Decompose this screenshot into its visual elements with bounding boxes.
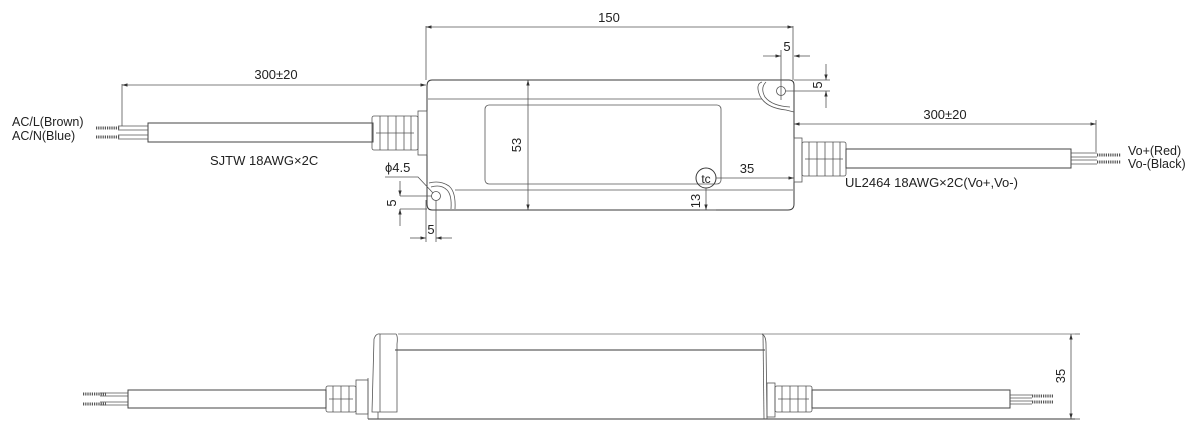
- hole-top-right-x-label: 5: [783, 39, 790, 54]
- dimension-hole-top-right: 5 5: [763, 39, 830, 108]
- housing-top: [426, 79, 795, 211]
- dimension-hole-bottom-left: ϕ4.5 5 5: [384, 160, 452, 242]
- vo-positive-wire-label: Vo+(Red): [1128, 144, 1181, 158]
- strain-relief-output: [793, 137, 847, 183]
- ac-neutral-wire-label: AC/N(Blue): [12, 129, 75, 143]
- body-width-label: 53: [509, 138, 524, 152]
- tc-measure-point: tc 35 13: [688, 161, 794, 211]
- housing-side: [367, 333, 1075, 420]
- tc-y-offset-label: 13: [688, 194, 703, 208]
- side-input-cable: [83, 379, 369, 415]
- output-cable-length-label: 300±20: [923, 107, 966, 122]
- input-cable: 300±20 AC/L(Brown) AC/N(Blue) SJTW 18AWG…: [12, 67, 428, 168]
- side-output-cable: [766, 382, 1054, 418]
- input-cable-length-label: 300±20: [254, 67, 297, 82]
- dimension-body-length: 150: [425, 10, 794, 80]
- body-height-label: 35: [1053, 369, 1068, 383]
- hole-bottom-left-y-label: 5: [384, 199, 399, 206]
- hole-bottom-left-x-label: 5: [427, 222, 434, 237]
- tc-symbol: tc: [701, 172, 710, 186]
- mount-hole-diameter-label: ϕ4.5: [385, 160, 410, 175]
- body-length-label: 150: [598, 10, 620, 25]
- output-cable: 300±20 Vo+(Red) Vo-(Black) UL2464 18AWG×…: [793, 107, 1186, 190]
- side-view: 35: [83, 333, 1080, 420]
- strain-relief-input: [371, 110, 428, 156]
- top-view: 150 53 5: [12, 10, 1186, 242]
- tc-x-offset-label: 35: [740, 161, 754, 176]
- ac-live-wire-label: AC/L(Brown): [12, 115, 84, 129]
- input-cable-spec-label: SJTW 18AWG×2C: [210, 153, 318, 168]
- dimension-body-height: 35: [1053, 333, 1080, 420]
- output-cable-spec-label: UL2464 18AWG×2C(Vo+,Vo-): [845, 175, 1018, 190]
- hole-top-right-y-label: 5: [810, 81, 825, 88]
- dimension-body-width: 53: [509, 80, 530, 210]
- vo-negative-wire-label: Vo-(Black): [1128, 157, 1186, 171]
